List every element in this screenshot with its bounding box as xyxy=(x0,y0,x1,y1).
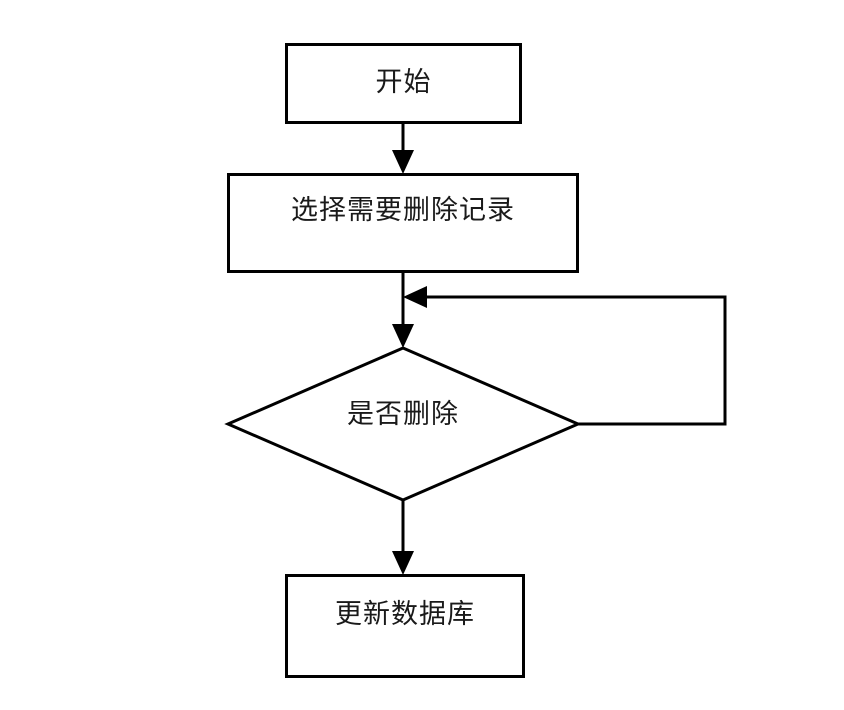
edge-start-to-select xyxy=(392,122,414,174)
arrowhead-down-decision-update xyxy=(392,551,414,575)
edge-select-to-decision xyxy=(392,272,414,348)
arrowhead-down-select-decision xyxy=(392,324,414,348)
node-shape-select[interactable] xyxy=(227,173,579,273)
arrowhead-left-loop-back xyxy=(403,286,427,308)
edge-decision-to-update xyxy=(392,500,414,575)
node-label-select: 选择需要删除记录 xyxy=(291,195,515,225)
node-shape-start[interactable] xyxy=(285,43,522,124)
node-shape-update[interactable] xyxy=(285,574,525,678)
edge-decision-loop-back xyxy=(403,286,727,426)
node-label-update: 更新数据库 xyxy=(335,599,475,629)
node-label-decision: 是否删除 xyxy=(347,399,459,429)
arrowhead-down-start-select xyxy=(392,150,414,174)
node-label-start: 开始 xyxy=(375,67,432,97)
